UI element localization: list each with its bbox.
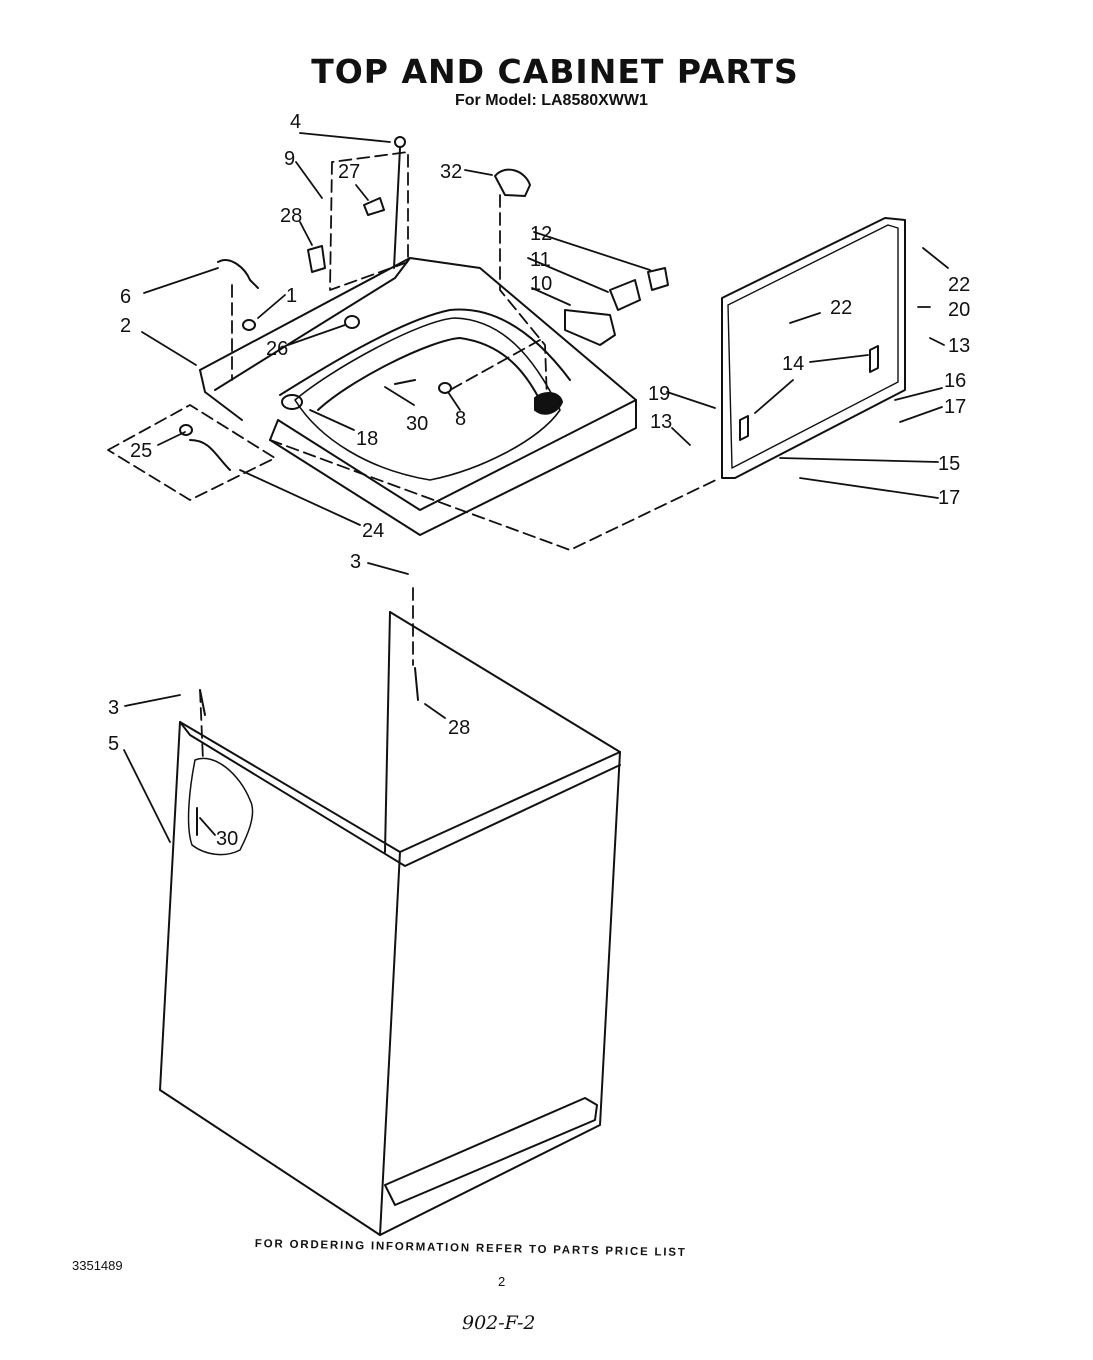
callout-label: 28 (448, 717, 470, 739)
callout-labels: 4 9 27 28 32 12 11 10 6 1 2 26 25 18 30 … (108, 111, 970, 850)
callout-label: 28 (280, 205, 302, 227)
lid-drawing (721, 217, 906, 479)
page-title: TOP AND CABINET PARTS (311, 52, 799, 91)
callout-label: 6 (120, 286, 131, 308)
callout-label: 2 (120, 315, 131, 337)
callout-label: 3 (108, 697, 119, 719)
callout-label: 1 (286, 285, 297, 307)
callout-label: 10 (530, 273, 552, 295)
callout-label: 12 (530, 223, 552, 245)
callout-label: 25 (130, 440, 152, 462)
callout-label: 24 (362, 520, 384, 542)
model-line: For Model: LA8580XWW1 (455, 92, 648, 109)
callout-label: 9 (284, 148, 295, 170)
page-number: 2 (498, 1274, 506, 1289)
callout-label: 30 (216, 828, 238, 850)
callout-label: 8 (455, 408, 466, 430)
callout-label: 17 (938, 487, 960, 509)
small-parts-drawing (179, 136, 669, 836)
callout-label: 26 (266, 338, 288, 360)
top-assembly-drawing (199, 257, 637, 536)
callout-label: 19 (648, 383, 670, 405)
callout-label: 4 (290, 111, 301, 133)
callout-label: 15 (938, 453, 960, 475)
callout-label: 30 (406, 413, 428, 435)
callout-label: 32 (440, 161, 462, 183)
callout-label: 17 (944, 396, 966, 418)
callout-label: 13 (948, 335, 970, 357)
callout-label: 22 (948, 274, 970, 296)
callout-label: 3 (350, 551, 361, 573)
handwritten-note: 902-F-2 (462, 1312, 536, 1334)
callout-label: 11 (530, 249, 551, 271)
callout-label: 18 (356, 428, 378, 450)
callout-label: 14 (782, 353, 804, 375)
dashed-group-boxes (107, 151, 721, 761)
callout-label: 27 (338, 161, 360, 183)
callout-label: 5 (108, 733, 119, 755)
callout-label: 13 (650, 411, 672, 433)
leader-lines (123, 132, 949, 843)
callout-label: 16 (944, 370, 966, 392)
cabinet-drawing (159, 611, 621, 1236)
document-number: 3351489 (72, 1258, 123, 1273)
callout-label: 20 (948, 299, 970, 321)
callout-label: 22 (830, 297, 852, 319)
